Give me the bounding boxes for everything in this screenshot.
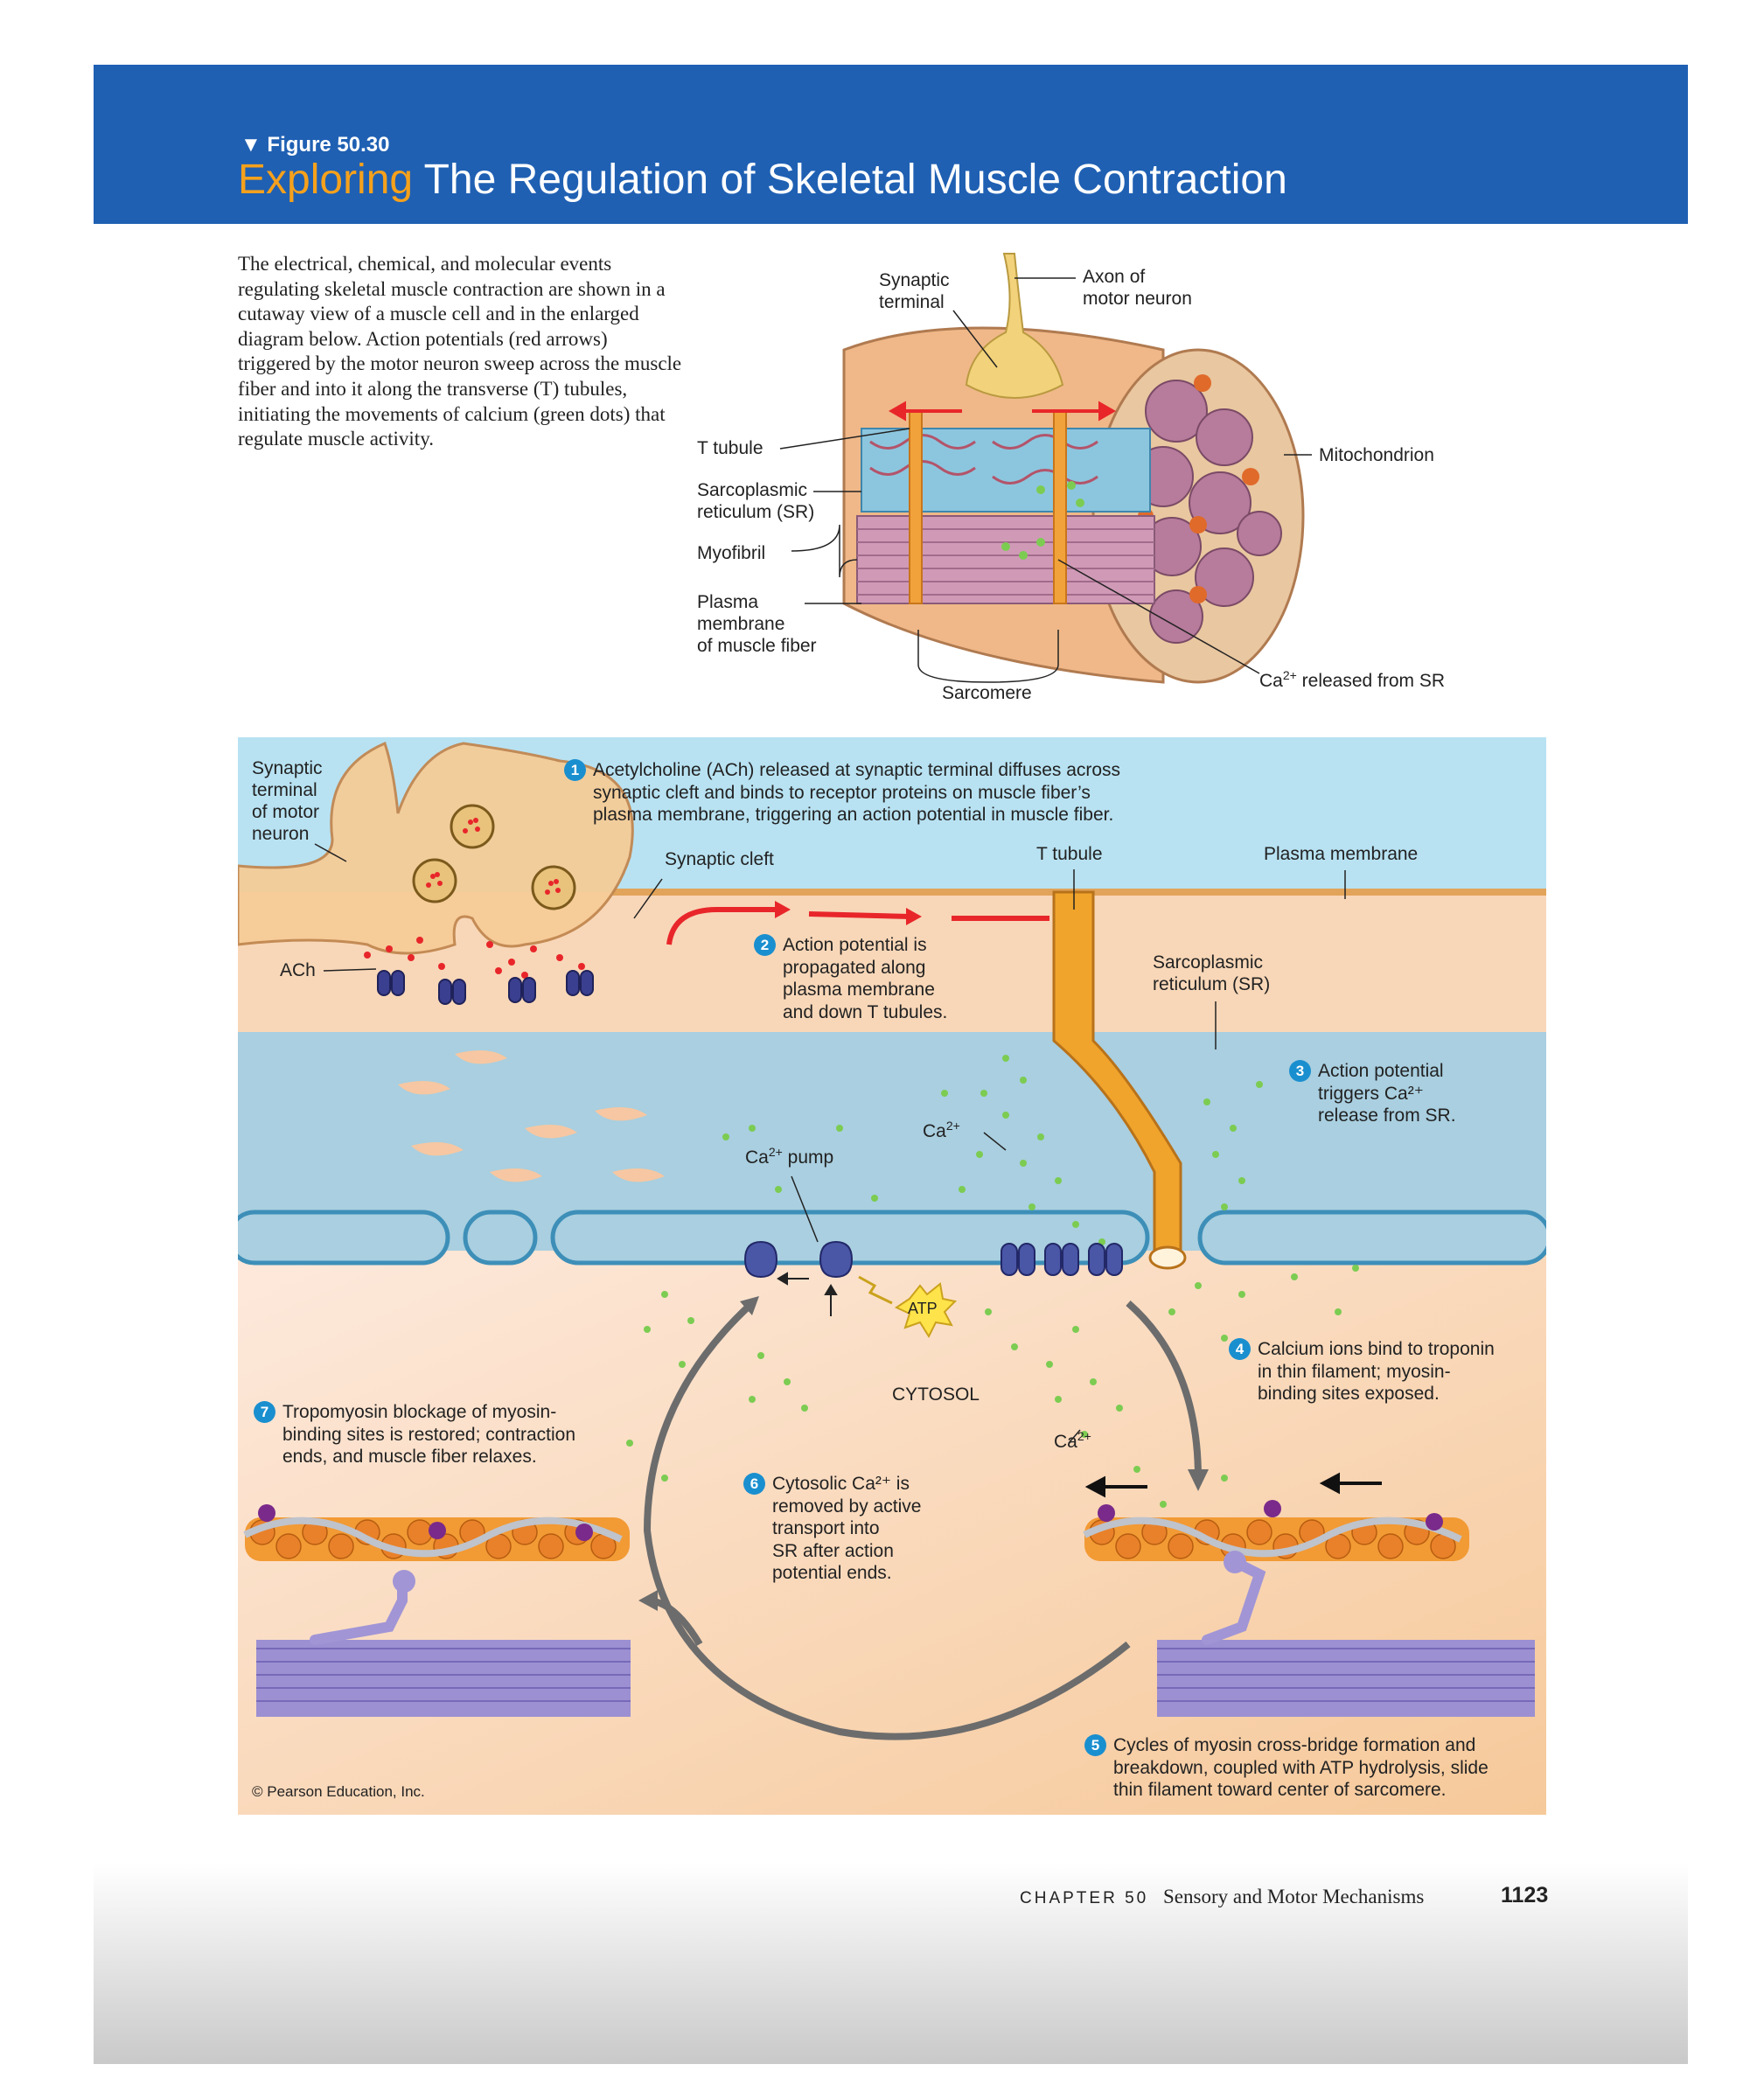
step-number: 5 — [1084, 1734, 1106, 1756]
step-number: 1 — [564, 759, 586, 781]
step-3: 3 Action potential triggers Ca²⁺ release … — [1289, 1060, 1456, 1127]
copyright: © Pearson Education, Inc. — [252, 1783, 425, 1800]
label-synaptic-cleft: Synaptic cleft — [665, 849, 774, 869]
step-7: 7 Tropomyosin blockage of myosin- binding… — [254, 1401, 575, 1468]
step-number: 3 — [1289, 1060, 1311, 1082]
label-ca-pump: Ca2+ pump — [745, 1141, 833, 1168]
figure-banner — [94, 65, 1688, 224]
step-number: 6 — [743, 1473, 765, 1495]
step-text: Action potential is propagated along pla… — [783, 935, 948, 1022]
label-myofibril: Myofibril — [697, 543, 766, 563]
ca-ion-symbol: Ca — [1054, 1432, 1077, 1452]
label-ca-ion-upper: Ca2+ — [923, 1115, 960, 1142]
step-number: 2 — [754, 934, 776, 956]
step-5: 5 Cycles of myosin cross-bridge formation… — [1084, 1734, 1489, 1802]
step-number: 7 — [254, 1401, 275, 1423]
step-text: Action potential triggers Ca²⁺ release f… — [1318, 1061, 1456, 1126]
ca-released-text: released from SR — [1296, 671, 1446, 691]
title-accent: Exploring — [238, 157, 414, 203]
ca-pump-symbol: Ca — [745, 1147, 769, 1168]
title-rest: The Regulation of Skeletal Muscle Contra… — [413, 157, 1287, 203]
chapter-label: CHAPTER 50 — [1020, 1889, 1149, 1907]
step-text: Tropomyosin blockage of myosin- binding … — [282, 1402, 576, 1467]
label-t-tubule-top: T tubule — [697, 438, 763, 458]
step-number: 4 — [1229, 1338, 1251, 1360]
ca-ion-symbol: Ca — [923, 1121, 946, 1141]
intro-paragraph: The electrical, chemical, and molecular … — [238, 253, 682, 450]
figure-number: ▼ Figure 50.30 — [241, 133, 390, 157]
step-1: 1 Acetylcholine (ACh) released at synapti… — [564, 759, 1120, 826]
step-4: 4 Calcium ions bind to troponin in thin f… — [1229, 1338, 1495, 1405]
label-mitochondrion: Mitochondrion — [1319, 445, 1434, 465]
ca-pump-charge: 2+ — [768, 1145, 783, 1159]
step-2: 2 Action potential is propagated along pl… — [754, 934, 947, 1023]
label-sr-bottom: Sarcoplasmic reticulum (SR) — [1153, 952, 1271, 994]
step-text: Calcium ions bind to troponin in thin fi… — [1258, 1339, 1495, 1404]
ca-pump-text: pump — [782, 1147, 834, 1168]
label-plasma-membrane-top: Plasma membrane of muscle fiber — [697, 592, 817, 656]
label-synaptic-terminal: Synaptic terminal — [879, 270, 950, 312]
label-t-tubule-bottom: T tubule — [1036, 844, 1103, 864]
ca-symbol: Ca — [1259, 671, 1283, 691]
label-cytosol: CYTOSOL — [892, 1384, 980, 1405]
ca-charge: 2+ — [1282, 668, 1297, 682]
muscle-fiber-cutaway — [779, 253, 1312, 684]
label-synaptic-terminal-motor: Synaptic terminal of motor neuron — [252, 758, 323, 844]
ca-ion-charge: 2+ — [945, 1119, 960, 1133]
label-axon: Axon of motor neuron — [1083, 267, 1192, 309]
step-text: Cycles of myosin cross-bridge formation … — [1113, 1735, 1489, 1800]
label-ach: ACh — [280, 960, 316, 980]
label-ca-released: Ca2+ released from SR — [1259, 665, 1445, 692]
step-text: Cytosolic Ca²⁺ is removed by active tran… — [772, 1474, 922, 1583]
figure-title: Exploring The Regulation of Skeletal Mus… — [238, 156, 1287, 204]
label-atp: ATP — [908, 1300, 938, 1317]
step-text: Acetylcholine (ACh) released at synaptic… — [593, 760, 1121, 825]
chapter-title: Sensory and Motor Mechanisms — [1163, 1886, 1425, 1907]
enlarged-diagram — [238, 737, 1546, 1815]
page-number: 1123 — [1501, 1883, 1549, 1907]
label-plasma-membrane-bottom: Plasma membrane — [1264, 844, 1419, 864]
footer-band — [94, 1863, 1688, 2064]
label-ca-ion-lower: Ca2+ — [1054, 1426, 1091, 1453]
ca-ion-charge: 2+ — [1077, 1429, 1091, 1443]
step-6: 6 Cytosolic Ca²⁺ is removed by active tra… — [743, 1473, 921, 1585]
label-sr-top: Sarcoplasmic reticulum (SR) — [697, 480, 815, 522]
label-sarcomere: Sarcomere — [942, 683, 1032, 703]
